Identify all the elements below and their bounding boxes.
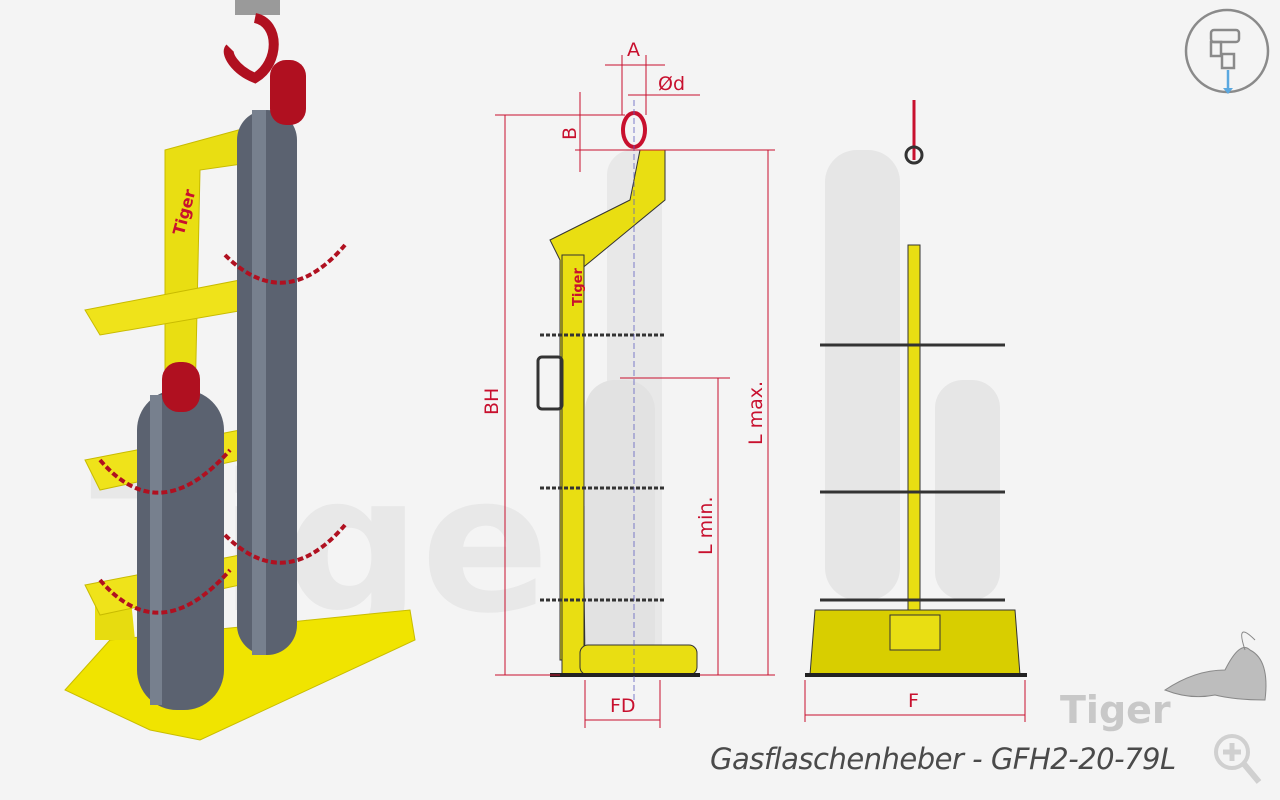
dim-label-l-min: L min. <box>695 497 717 556</box>
dim-label-f: F <box>908 690 919 712</box>
dim-label-bh: BH <box>481 388 503 415</box>
side-view: Tiger <box>536 100 700 700</box>
zoom-in-icon[interactable] <box>1212 732 1262 787</box>
brand-logo: Tiger <box>1060 688 1171 732</box>
hoist-icon[interactable] <box>1184 8 1270 94</box>
render-3d: Tiger <box>64 0 416 741</box>
dim-label-a: A <box>627 39 640 61</box>
dim-label-l-max: L max. <box>745 381 767 445</box>
side-brand-label: Tiger <box>571 268 586 306</box>
dim-label-fd: FD <box>610 695 636 717</box>
tiger-logo-icon <box>1163 631 1267 701</box>
dimension-lines <box>495 55 1026 728</box>
dim-label-b: B <box>559 127 581 140</box>
front-view <box>805 100 1027 677</box>
dim-label-d: Ød <box>658 73 685 95</box>
product-caption: Gasflaschenheber - GFH2-20-79L <box>710 742 1176 776</box>
